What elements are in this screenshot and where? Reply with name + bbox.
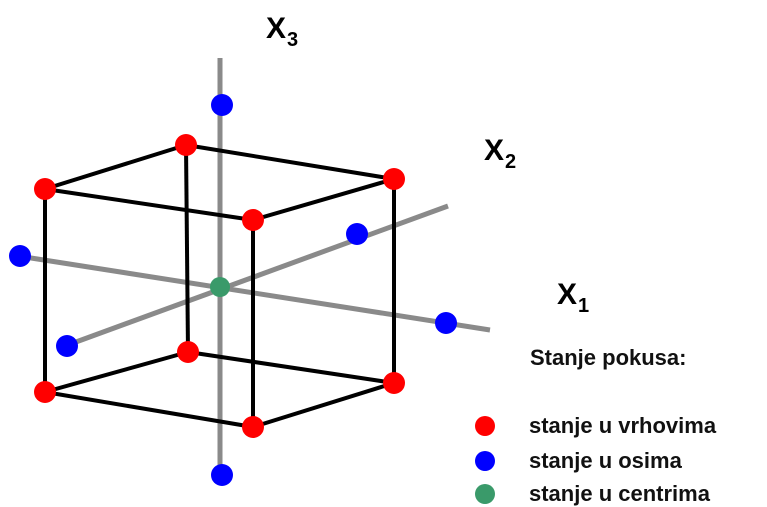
axis-point-x1-right: [435, 312, 457, 334]
axis-point-x3-bottom: [211, 464, 233, 486]
cube-edge: [44, 143, 187, 191]
cube-edge: [187, 350, 395, 385]
legend-label: stanje u vrhovima: [529, 413, 717, 438]
vertex-point: [383, 372, 405, 394]
cube-edge: [184, 144, 190, 353]
vertex-point: [242, 416, 264, 438]
vertex-point: [383, 168, 405, 190]
axis-subscript: 2: [505, 151, 517, 173]
vertex-point: [177, 341, 199, 363]
vertex-point: [34, 381, 56, 403]
axis-label-x2: X2: [484, 134, 516, 173]
legend-dot-icon: [475, 484, 495, 504]
legend-label: stanje u centrima: [529, 481, 710, 506]
vertex-points: [34, 134, 405, 438]
cube: [43, 143, 396, 429]
axis-subscript: 3: [287, 29, 299, 51]
vertex-point: [242, 209, 264, 231]
center-point: [210, 277, 230, 297]
vertex-point: [175, 134, 197, 156]
legend-title: Stanje pokusa:: [530, 345, 687, 370]
legend-dot-icon: [475, 416, 495, 436]
cube-edge: [252, 177, 395, 222]
cube-edge: [44, 390, 254, 429]
axis-label-x1: X1: [557, 278, 589, 317]
axis-label-x3: X3: [266, 12, 298, 51]
legend-item-center: stanje u centrima: [475, 481, 710, 507]
axis-point-x2-front: [56, 335, 78, 357]
axis-letter: X: [557, 278, 578, 311]
vertex-point: [34, 178, 56, 200]
axis-subscript: 1: [578, 295, 590, 317]
legend-item-axis: stanje u osima: [475, 448, 682, 474]
axis-point-x1-left: [9, 245, 31, 267]
cube-edge: [252, 381, 395, 429]
legend-label: stanje u osima: [529, 448, 682, 473]
legend-dot-icon: [475, 451, 495, 471]
cube-edge: [44, 350, 189, 394]
legend-item-vertex: stanje u vrhovima: [475, 413, 716, 439]
axis-letter: X: [266, 12, 287, 45]
cube-edge: [44, 187, 254, 222]
axis-x2-line: [64, 203, 449, 349]
axis-point-x3-top: [211, 94, 233, 116]
axis-letter: X: [484, 134, 505, 167]
axis-points: [9, 94, 457, 486]
cube-edge: [185, 143, 395, 181]
axis-point-x2-back: [346, 223, 368, 245]
